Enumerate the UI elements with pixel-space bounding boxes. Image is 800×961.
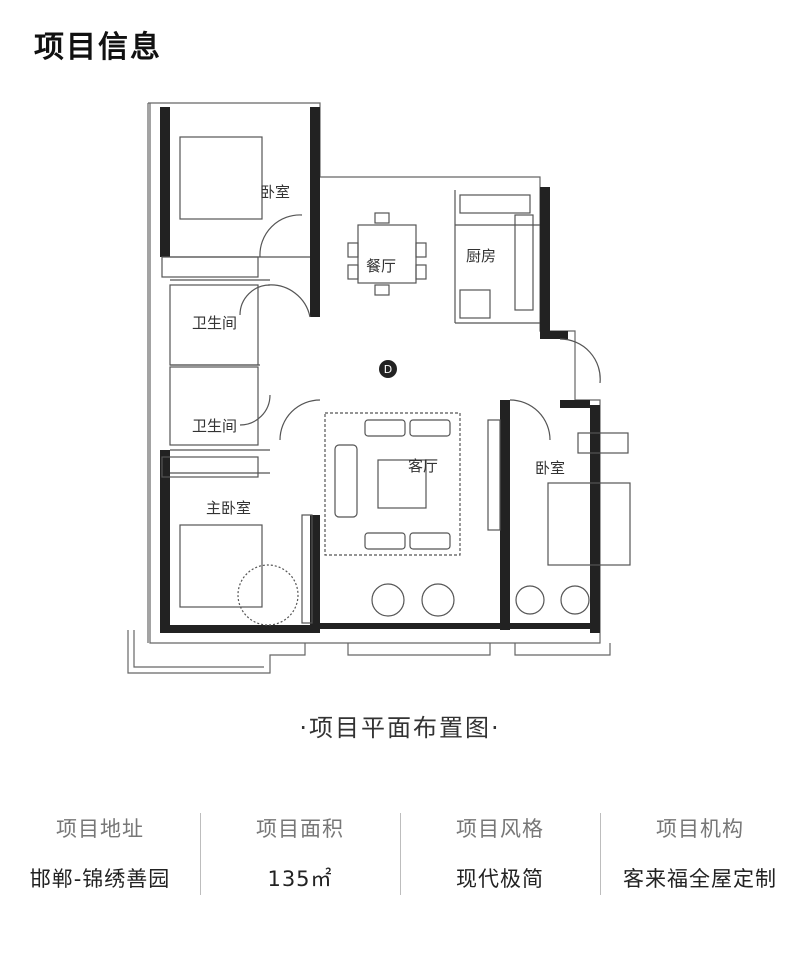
floor-plan: D 卧室 餐厅 厨房 卫生间 卫生间 客厅 主卧室 卧室 [120,95,640,685]
info-area: 项目面积 135㎡ [200,805,400,905]
info-style-label: 项目风格 [456,817,544,841]
project-info-table: 项目地址 邯郸-锦绣善园 项目面积 135㎡ 项目风格 现代极简 项目机构 客来… [0,805,800,905]
info-address: 项目地址 邯郸-锦绣善园 [0,805,200,905]
room-label-master: 主卧室 [206,499,251,517]
wall [160,107,170,257]
info-area-value: 135㎡ [267,867,333,891]
info-address-label: 项目地址 [56,817,144,841]
page-title: 项目信息 [34,30,162,65]
room-label-kitchen: 厨房 [466,247,496,265]
plan-caption: ·项目平面布置图· [299,714,501,742]
info-agency-label: 项目机构 [656,817,744,841]
info-agency: 项目机构 客来福全屋定制 [600,805,800,905]
info-style-value: 现代极简 [456,867,544,891]
compass-dot [379,360,397,378]
info-area-label: 项目面积 [256,817,344,841]
room-label-bath-1: 卫生间 [192,314,237,332]
room-label-bedroom-b: 卧室 [535,459,565,477]
room-label-living: 客厅 [408,457,438,475]
info-agency-value: 客来福全屋定制 [623,867,777,891]
compass-letter: D [384,363,392,376]
room-label-bedroom-a: 卧室 [260,183,290,201]
room-label-bath-2: 卫生间 [192,417,237,435]
room-label-dining: 餐厅 [366,257,396,275]
info-style: 项目风格 现代极简 [400,805,600,905]
info-address-value: 邯郸-锦绣善园 [29,867,171,891]
